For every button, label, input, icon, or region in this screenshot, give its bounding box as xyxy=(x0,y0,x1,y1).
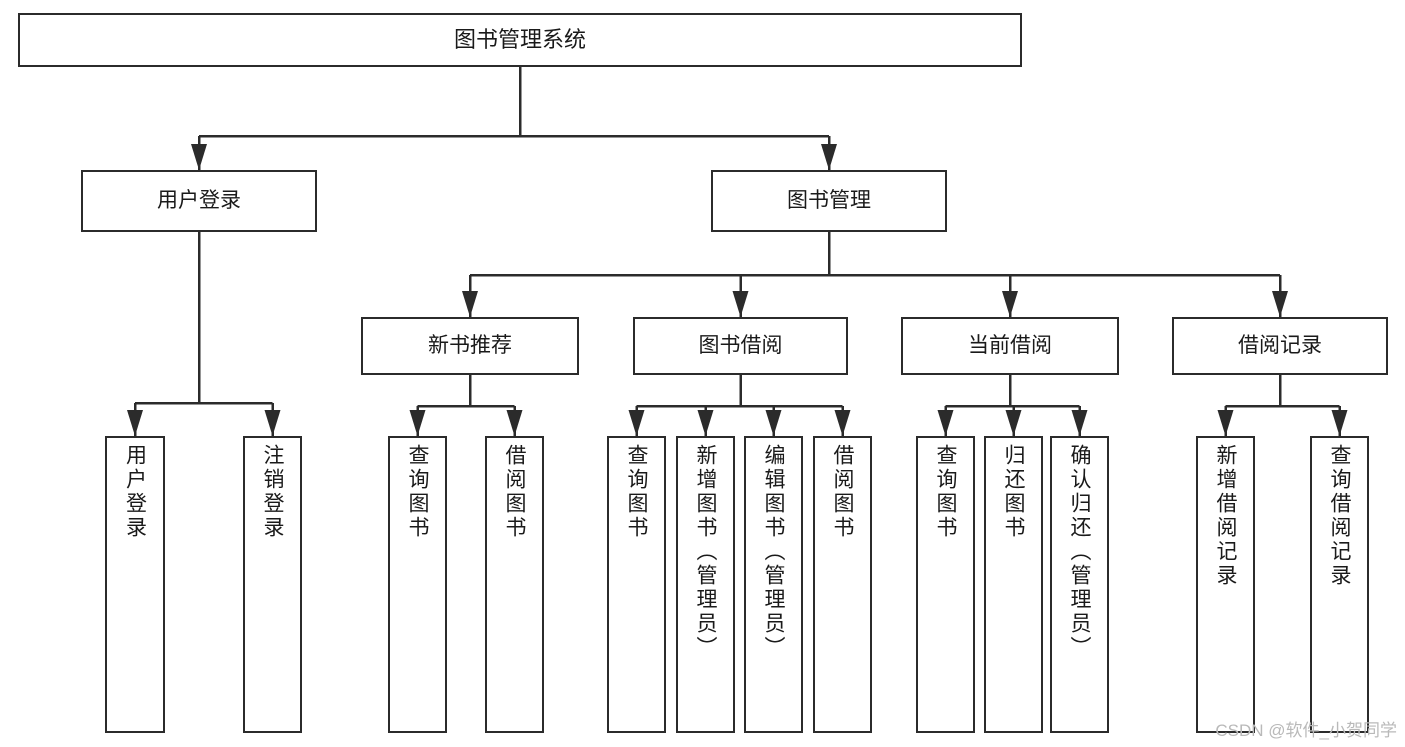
node-l2_1[interactable]: 图书借阅 xyxy=(633,317,848,375)
arrowhead-icon xyxy=(1005,410,1022,436)
arrowhead-icon xyxy=(628,410,645,436)
node-label: 注销登录 xyxy=(261,444,284,540)
node-leaf_6[interactable]: 编辑图书（管理员） xyxy=(744,436,803,733)
node-label: 查询图书 xyxy=(625,444,648,540)
node-label: 图书管理 xyxy=(787,188,871,212)
arrowhead-icon xyxy=(462,291,478,317)
arrowhead-icon xyxy=(127,410,143,436)
arrowhead-icon xyxy=(765,410,782,436)
node-l2_0[interactable]: 新书推荐 xyxy=(361,317,579,375)
node-label: 新书推荐 xyxy=(428,333,512,357)
node-leaf_11[interactable]: 新增借阅记录 xyxy=(1196,436,1255,733)
node-leaf_5[interactable]: 新增图书（管理员） xyxy=(676,436,735,733)
arrowhead-icon xyxy=(264,410,281,436)
node-l1_1[interactable]: 图书管理 xyxy=(711,170,947,232)
arrowhead-icon xyxy=(1331,410,1348,436)
node-label: 查询图书 xyxy=(934,444,957,540)
arrowhead-icon xyxy=(1071,410,1088,436)
node-leaf_0[interactable]: 用户登录 xyxy=(105,436,165,733)
arrowhead-icon xyxy=(1272,291,1288,317)
node-leaf_8[interactable]: 查询图书 xyxy=(916,436,975,733)
node-label: 借阅图书 xyxy=(831,444,854,540)
node-label: 归还图书 xyxy=(1002,444,1025,540)
arrowhead-icon xyxy=(506,410,523,436)
arrowhead-icon xyxy=(191,144,207,170)
node-label: 查询借阅记录 xyxy=(1328,444,1351,588)
node-l1_0[interactable]: 用户登录 xyxy=(81,170,317,232)
node-leaf_10[interactable]: 确认归还（管理员） xyxy=(1050,436,1109,733)
arrowhead-icon xyxy=(937,410,954,436)
node-leaf_1[interactable]: 注销登录 xyxy=(243,436,302,733)
node-leaf_7[interactable]: 借阅图书 xyxy=(813,436,872,733)
watermark: CSDN @软件_小贺同学 xyxy=(1215,721,1397,740)
node-leaf_4[interactable]: 查询图书 xyxy=(607,436,666,733)
node-label: 用户登录 xyxy=(157,188,241,212)
node-label: 借阅图书 xyxy=(503,444,526,540)
arrowhead-icon xyxy=(732,291,749,317)
arrowhead-icon xyxy=(1217,410,1234,436)
node-l2_2[interactable]: 当前借阅 xyxy=(901,317,1119,375)
node-label: 新增借阅记录 xyxy=(1214,444,1237,588)
arrowhead-icon xyxy=(697,410,714,436)
arrowhead-icon xyxy=(821,144,837,170)
node-label: 查询图书 xyxy=(406,444,429,540)
node-label: 用户登录 xyxy=(123,444,147,540)
arrowhead-icon xyxy=(409,410,426,436)
node-root[interactable]: 图书管理系统 xyxy=(18,13,1022,67)
node-label: 图书管理系统 xyxy=(453,27,586,53)
arrowhead-icon xyxy=(834,410,851,436)
node-leaf_2[interactable]: 查询图书 xyxy=(388,436,447,733)
node-label: 图书借阅 xyxy=(698,333,783,357)
node-label: 当前借阅 xyxy=(968,333,1052,357)
node-label: 借阅记录 xyxy=(1238,333,1322,357)
node-leaf_3[interactable]: 借阅图书 xyxy=(485,436,544,733)
node-leaf_9[interactable]: 归还图书 xyxy=(984,436,1043,733)
node-leaf_12[interactable]: 查询借阅记录 xyxy=(1310,436,1369,733)
node-label: 新增图书（管理员） xyxy=(694,444,717,660)
node-label: 确认归还（管理员） xyxy=(1068,444,1091,660)
arrowhead-icon xyxy=(1002,291,1018,317)
node-label: 编辑图书（管理员） xyxy=(762,444,785,660)
node-l2_3[interactable]: 借阅记录 xyxy=(1172,317,1388,375)
